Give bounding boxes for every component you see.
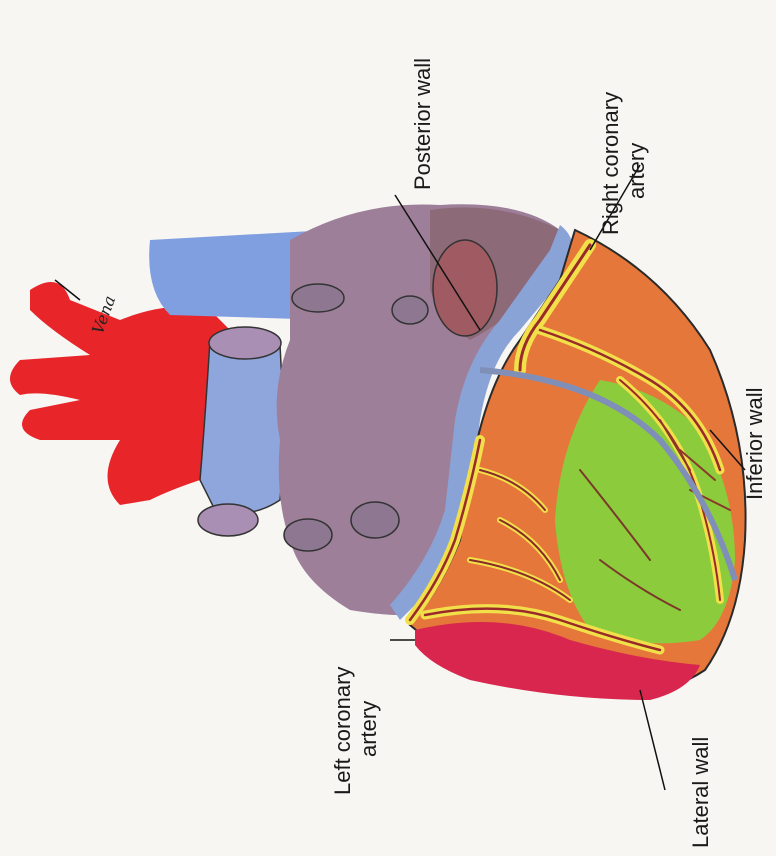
- pulmonary-vein-opening: [433, 240, 497, 336]
- vessel-opening-2: [392, 296, 428, 324]
- vessel-opening-3: [284, 519, 332, 551]
- label-lateral-wall: Lateral wall: [688, 737, 714, 848]
- pulmonary-vessel-upper: [200, 334, 285, 514]
- label-left-coronary-artery: Left coronary artery: [330, 667, 382, 795]
- vessel-opening-4: [351, 502, 399, 538]
- label-posterior-wall: Posterior wall: [410, 58, 436, 190]
- pulmonary-vessel-opening-top: [209, 327, 281, 359]
- label-right-coronary-artery: Right coronary artery: [598, 92, 650, 235]
- label-inferior-wall: Inferior wall: [742, 388, 768, 500]
- vessel-opening-1: [292, 284, 344, 312]
- pulmonary-vessel-opening-bottom: [198, 504, 258, 536]
